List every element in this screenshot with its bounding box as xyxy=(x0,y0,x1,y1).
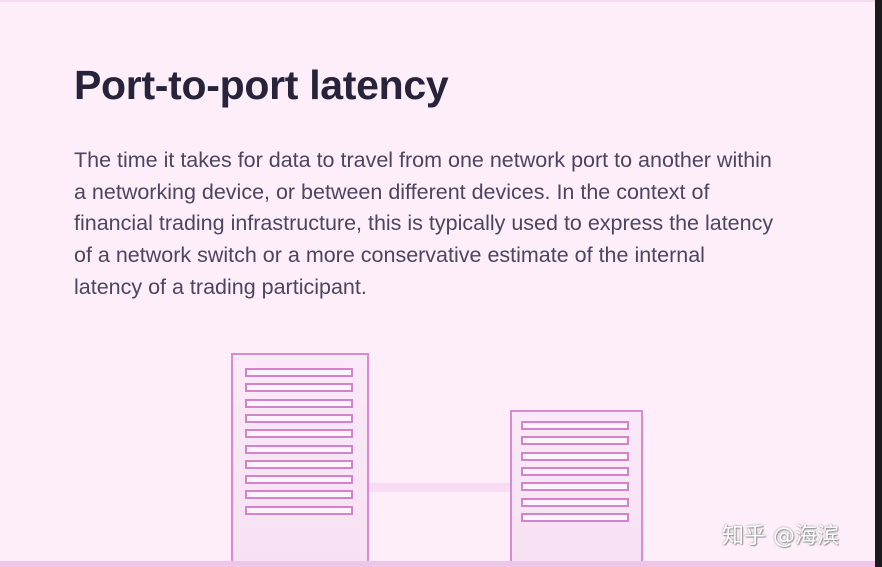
port-slot xyxy=(245,444,353,454)
port-slot xyxy=(245,383,353,393)
port-slot xyxy=(245,505,353,515)
port-slot xyxy=(521,451,629,461)
port-slot xyxy=(245,490,353,500)
port-slot xyxy=(521,497,629,507)
port-slot xyxy=(245,475,353,485)
watermark: 知乎 @海滨 xyxy=(722,524,839,549)
port-slot xyxy=(521,436,629,446)
port-slot xyxy=(245,398,353,408)
network-device-left xyxy=(231,353,369,563)
top-border xyxy=(0,0,875,2)
port-slot xyxy=(245,459,353,469)
network-link xyxy=(368,483,511,492)
port-slot xyxy=(245,429,353,439)
bottom-border xyxy=(0,561,875,567)
port-slot xyxy=(521,421,629,430)
port-slot xyxy=(521,482,629,492)
port-slot xyxy=(245,413,353,423)
window-edge xyxy=(875,0,882,567)
port-slot xyxy=(521,512,629,522)
page-title: Port-to-port latency xyxy=(74,62,449,108)
description-text: The time it takes for data to travel fro… xyxy=(74,148,774,299)
port-slot xyxy=(245,368,353,377)
network-device-right xyxy=(510,410,643,563)
port-slot xyxy=(521,466,629,476)
